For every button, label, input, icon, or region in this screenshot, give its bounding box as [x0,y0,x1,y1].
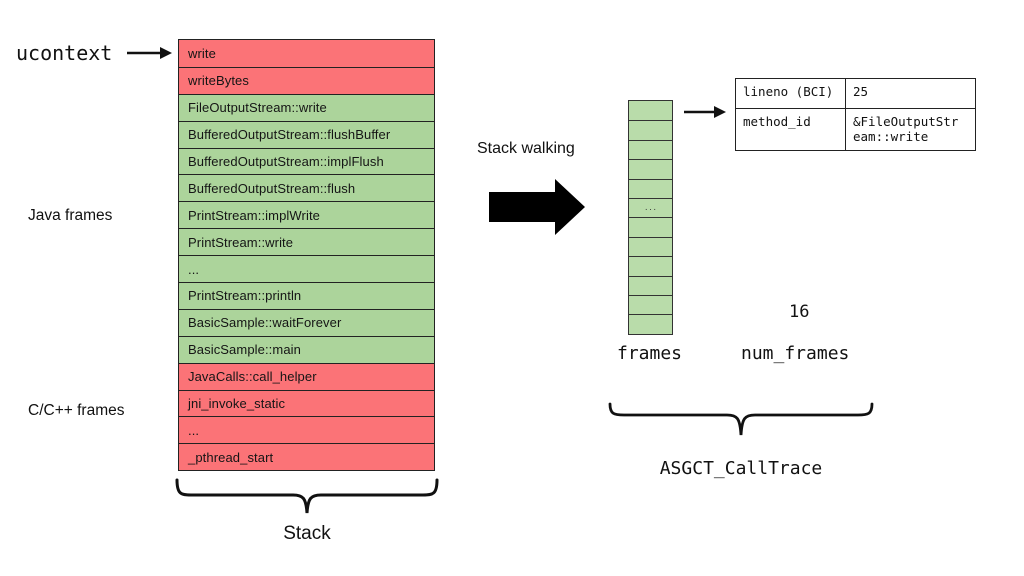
frames-ellipsis: ... [644,204,657,213]
stack-frame-row: BasicSample::main [179,335,434,363]
stack-frame-label: PrintStream::write [188,234,294,250]
calltrace-frames-cell [629,159,672,179]
stack-frame-label: write [188,45,216,61]
stack-frame-row: BufferedOutputStream::flush [179,174,434,202]
stack-frame-row: PrintStream::write [179,228,434,256]
calltrace-frames-cell [629,236,672,257]
stack-brace-label: Stack [283,523,331,544]
method-id-value-cell: &FileOutputStr eam::write [845,108,976,151]
calltrace-frames-cell [629,217,672,237]
stack-frame-label: BufferedOutputStream::flush [188,180,356,196]
stack-frame-row: PrintStream::println [179,282,434,309]
stack-frame-row: FileOutputStream::write [179,93,434,121]
stack-frame-row: BufferedOutputStream::implFlush [179,147,434,175]
stack-frame-label: _pthread_start [188,449,274,465]
stack-frame-row: jni_invoke_static [179,389,434,417]
calltrace-brace [608,402,874,436]
calltrace-frames-cell [629,256,672,276]
stack-walking-label: Stack walking [477,140,575,157]
frames-field-label: frames [617,343,683,364]
table-row: lineno (BCI) 25 [735,78,976,109]
frames-pointer-arrow-icon [684,106,726,118]
calltrace-frames-cell [629,178,672,198]
lineno-key-cell: lineno (BCI) [735,78,846,109]
stack-frame-row: PrintStream::implWrite [179,201,434,229]
stack-frame-label: writeBytes [188,73,249,89]
stack-frame-label: BasicSample::waitForever [188,315,342,331]
calltrace-frames-cell: ... [629,197,672,218]
stack-frame-label: PrintStream::implWrite [188,207,320,223]
calltrace-frames-cell [629,314,672,334]
stack-frame-row: BufferedOutputStream::flushBuffer [179,120,434,148]
stack-frame-row: ... [179,416,434,444]
stack-frame-label: PrintStream::println [188,288,302,304]
stack-frame-label: BasicSample::main [188,342,301,358]
stack-walking-arrow-icon [489,179,585,235]
stack-frame-row: write [179,40,434,67]
stack-frame-label: jni_invoke_static [188,396,286,412]
num-frames-field-label: num_frames [741,343,850,364]
stack-frame-row: BasicSample::waitForever [179,308,434,336]
calltrace-brace-label: ASGCT_CallTrace [659,458,823,479]
java-frames-label: Java frames [28,207,113,224]
stack-frame-label: ... [188,261,200,277]
calltrace-frames-cell [629,139,672,160]
stack-frame-label: ... [188,422,200,438]
calltrace-frames-cell [629,294,672,315]
num-frames-value: 16 [789,302,810,322]
stack-brace [175,478,439,514]
stack-frame-row: writeBytes [179,66,434,94]
table-row: method_id &FileOutputStr eam::write [735,108,976,151]
method-id-key-cell: method_id [735,108,846,151]
stack-frame-label: BufferedOutputStream::flushBuffer [188,127,391,143]
stack-frame-row: ... [179,255,434,283]
ucontext-label: ucontext [16,41,113,65]
lineno-value-cell: 25 [845,78,976,109]
frame-detail-table: lineno (BCI) 25 method_id &FileOutputStr… [735,78,976,151]
stack-frame-row: JavaCalls::call_helper [179,362,434,390]
stack-frame-label: BufferedOutputStream::implFlush [188,154,384,169]
cpp-frames-label: C/C++ frames [28,402,125,419]
stack-frame-label: JavaCalls::call_helper [188,369,317,385]
calltrace-frames-cell [629,275,672,295]
stack-frame-label: FileOutputStream::write [188,100,327,116]
calltrace-frames-cell [629,101,672,121]
ucontext-arrow-icon [127,47,172,59]
stack-frame-row: _pthread_start [179,443,434,471]
calltrace-frames-cell [629,120,672,140]
calltrace-frames-box: ... [628,100,673,335]
